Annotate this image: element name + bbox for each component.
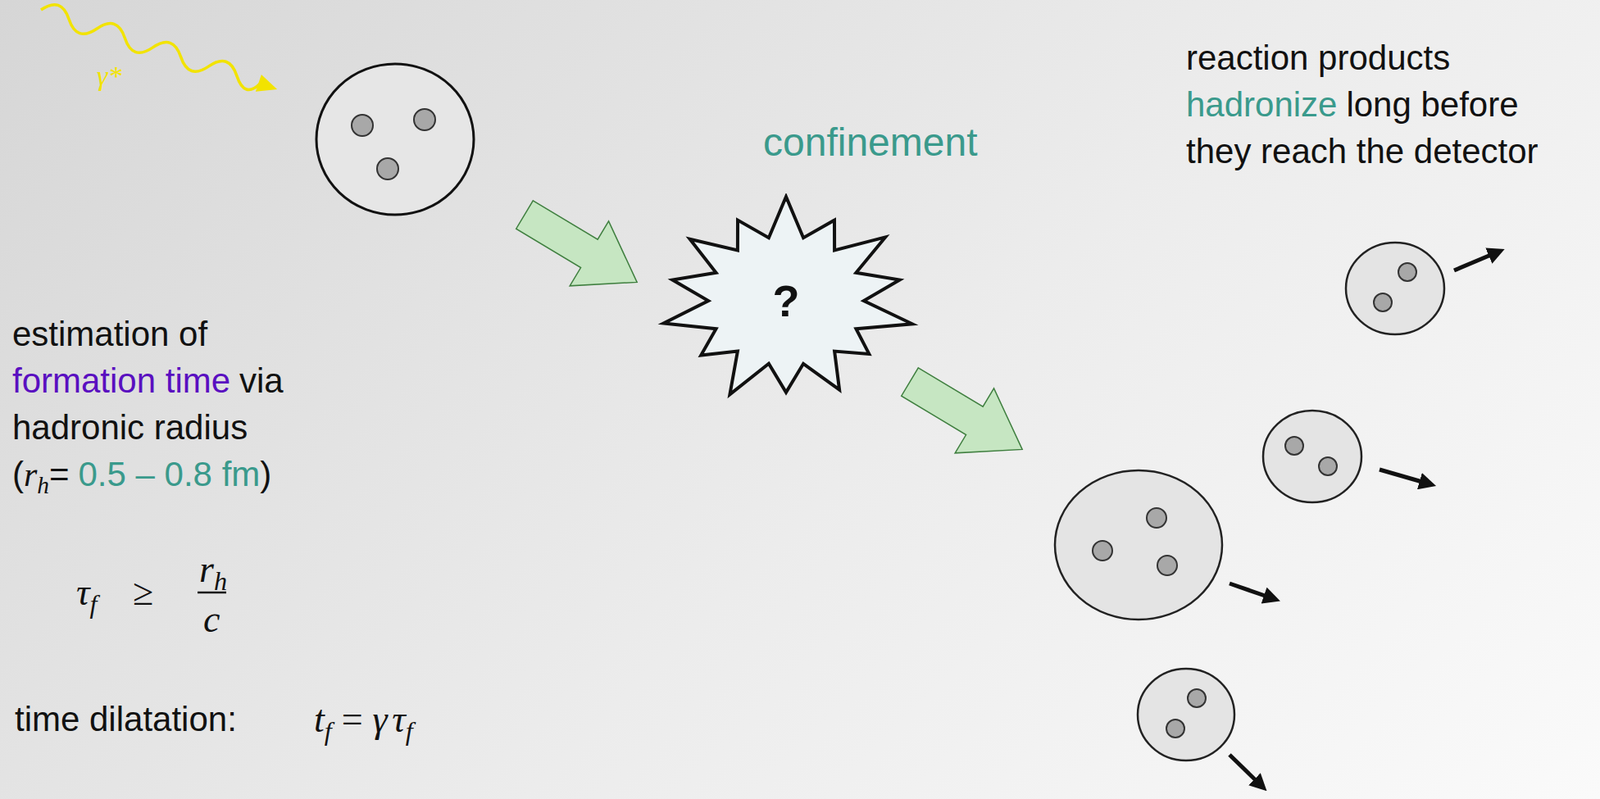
block-arrow: [890, 350, 1042, 482]
label-text: t: [313, 698, 325, 741]
label-text: γ*: [96, 60, 122, 91]
starburst-node: ?: [653, 193, 919, 409]
hadron-circle: [1345, 242, 1445, 335]
label-text: long before: [1345, 85, 1519, 124]
label-text: hadronic radius: [12, 408, 248, 447]
label-text: reaction products: [1186, 38, 1450, 78]
nucleon-circle: [316, 63, 474, 215]
text-line: formation timevia: [12, 363, 284, 399]
quark: [1373, 293, 1392, 312]
label-text: confinement: [763, 120, 978, 164]
quark: [377, 158, 399, 180]
label-text: they reach the detector: [1186, 131, 1539, 171]
meson: [1137, 668, 1261, 786]
quark: [1285, 436, 1304, 455]
text-line: time dilatation:: [14, 702, 237, 737]
label-text: f: [89, 589, 97, 619]
label-text: (: [12, 454, 24, 494]
motion-arrow: [1229, 583, 1273, 599]
label-text: h: [36, 472, 50, 499]
label-text: 0.5 – 0.8 fm: [78, 454, 261, 494]
label-text: ≥: [132, 571, 154, 614]
photon-wave: [37, 0, 281, 100]
meson: [1263, 410, 1428, 503]
text-line: c: [203, 600, 220, 639]
block-arrow: [504, 182, 657, 315]
text-line: confinement: [763, 122, 978, 163]
text-line: hadronizelong before: [1186, 87, 1519, 123]
label-text: f: [405, 716, 414, 746]
label-text: h: [213, 566, 228, 596]
motion-arrow: [1454, 252, 1497, 271]
text-line: they reach the detector: [1186, 134, 1539, 169]
label-text: via: [239, 361, 284, 400]
quark: [1318, 457, 1337, 476]
quark: [1398, 263, 1417, 282]
label-text: formation time: [12, 361, 231, 400]
quark: [413, 109, 436, 131]
text-line: tf=γτf: [313, 700, 414, 739]
nucleon: [316, 63, 474, 215]
motion-arrow: [1379, 469, 1428, 484]
text-line: γ*: [96, 62, 122, 91]
label-text: ): [259, 454, 272, 494]
starburst-shape: [663, 196, 913, 395]
text-line: τf: [76, 573, 97, 612]
motion-arrow: [1229, 754, 1261, 786]
label-text: γ: [372, 698, 388, 741]
label-text: =: [49, 454, 70, 494]
photon-line: [37, 0, 264, 94]
label-text: f: [324, 716, 332, 746]
text-line: estimation of: [12, 317, 208, 352]
photon-head: [255, 74, 281, 99]
label-text: τ: [391, 698, 405, 741]
text-line: ≥: [132, 573, 154, 612]
baryon: [1054, 470, 1273, 620]
quark: [1166, 719, 1185, 738]
label-text: estimation of: [12, 314, 208, 354]
label-text: time dilatation:: [14, 700, 237, 739]
label-text: c: [203, 598, 220, 641]
quark: [1146, 508, 1167, 528]
label-text: r: [23, 455, 37, 494]
text-line: rh: [199, 550, 228, 589]
meson: [1345, 242, 1497, 335]
hadron-circle: [1137, 668, 1235, 761]
label-text: =: [341, 698, 364, 741]
hadron-circle: [1263, 410, 1362, 503]
quark: [351, 114, 373, 137]
quark: [1092, 540, 1113, 561]
quark: [1157, 555, 1178, 576]
text-line: (rh=0.5 – 0.8 fm): [12, 457, 272, 492]
label-text: τ: [76, 571, 90, 614]
text-line: reaction products: [1186, 40, 1450, 76]
label-text: r: [199, 548, 214, 591]
label-text: hadronize: [1186, 85, 1337, 124]
quark: [1187, 689, 1206, 708]
text-line: hadronic radius: [12, 410, 248, 446]
node-text: ?: [772, 275, 800, 327]
hadron-circle: [1054, 470, 1223, 620]
